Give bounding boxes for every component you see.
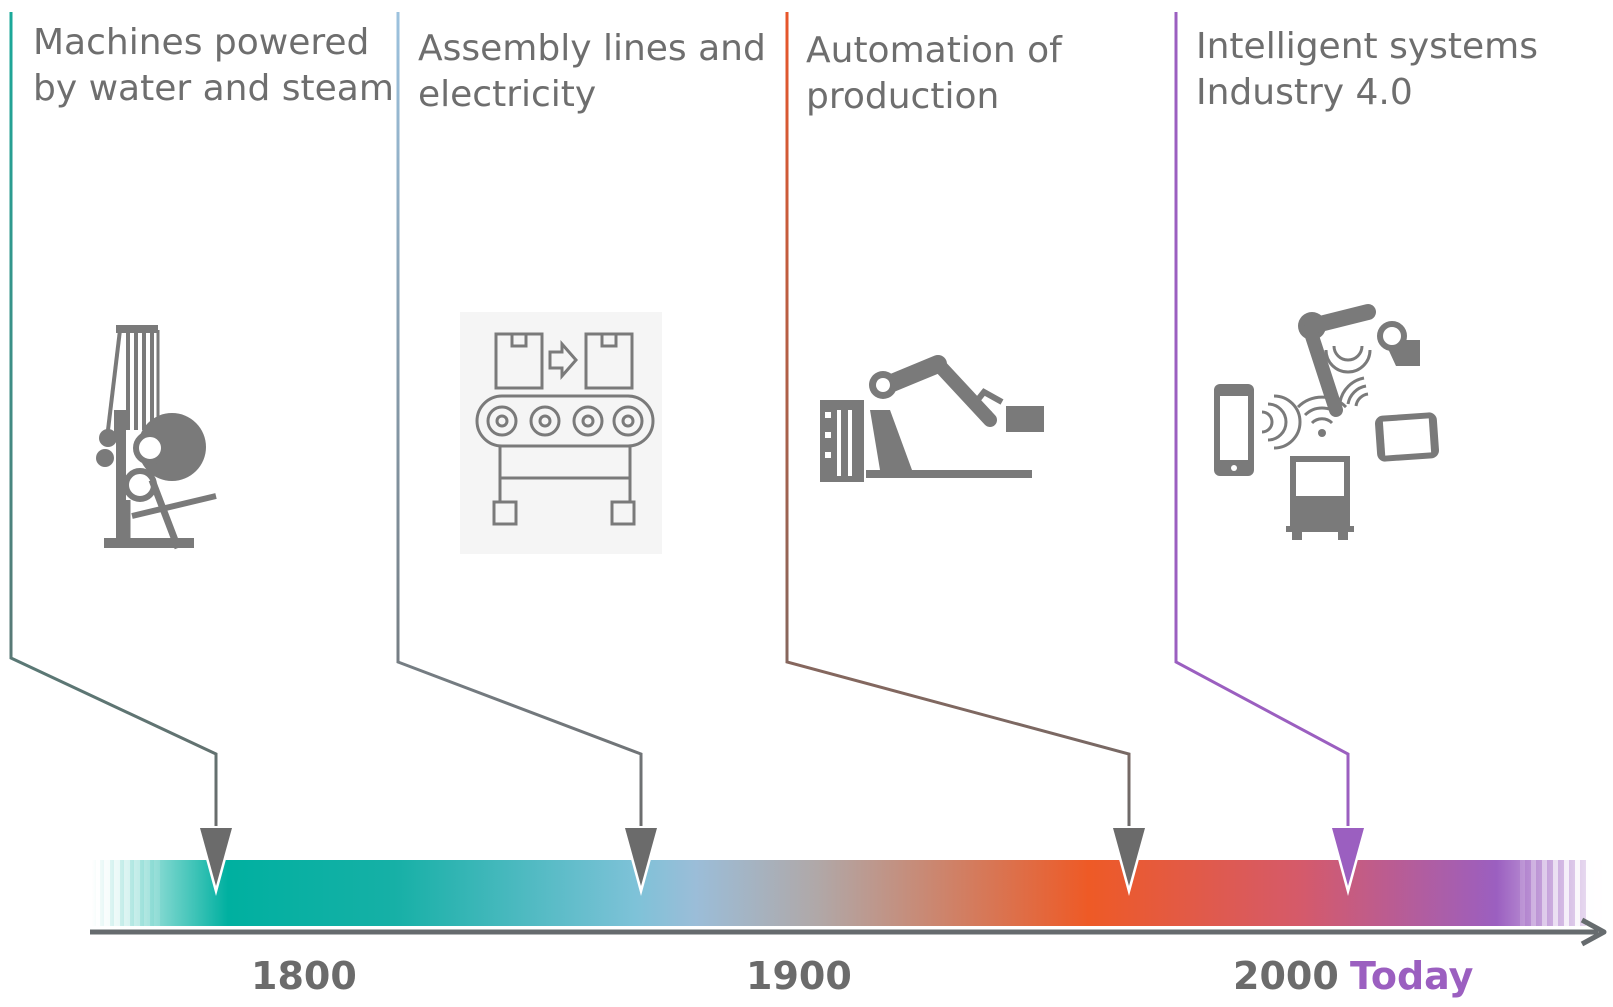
year-label-2000: 2000 bbox=[1233, 954, 1339, 998]
today-label: Today bbox=[1350, 954, 1474, 998]
era3-arrowhead bbox=[1110, 826, 1148, 896]
era2-label: Assembly lines and electricity bbox=[418, 28, 766, 115]
conveyor-belt-icon bbox=[460, 312, 662, 554]
bar-left-fade-stripes bbox=[96, 860, 160, 926]
robot-arm-icon bbox=[820, 355, 1044, 482]
connected-devices-icon bbox=[1214, 304, 1439, 540]
era1-connector-line bbox=[9, 12, 218, 840]
era3-connector-line bbox=[785, 12, 1131, 840]
axis-arrowhead bbox=[1580, 917, 1607, 947]
era2-connector-line bbox=[396, 12, 643, 840]
year-label-1900: 1900 bbox=[746, 954, 852, 998]
year-label-1800: 1800 bbox=[251, 954, 357, 998]
bar-right-fade-stripes bbox=[1520, 860, 1602, 926]
era2-arrowhead bbox=[622, 826, 660, 896]
loom-icon bbox=[96, 325, 217, 550]
era4-arrowhead bbox=[1329, 826, 1367, 896]
era3-label: Automation of production bbox=[806, 30, 1062, 117]
era1-label: Machines powered by water and steam bbox=[33, 22, 394, 109]
era1-arrowhead bbox=[197, 826, 235, 896]
era4-label: Intelligent systems Industry 4.0 bbox=[1196, 26, 1538, 113]
timeline-gradient-bar bbox=[92, 860, 1602, 926]
era4-connector-line bbox=[1174, 12, 1350, 840]
